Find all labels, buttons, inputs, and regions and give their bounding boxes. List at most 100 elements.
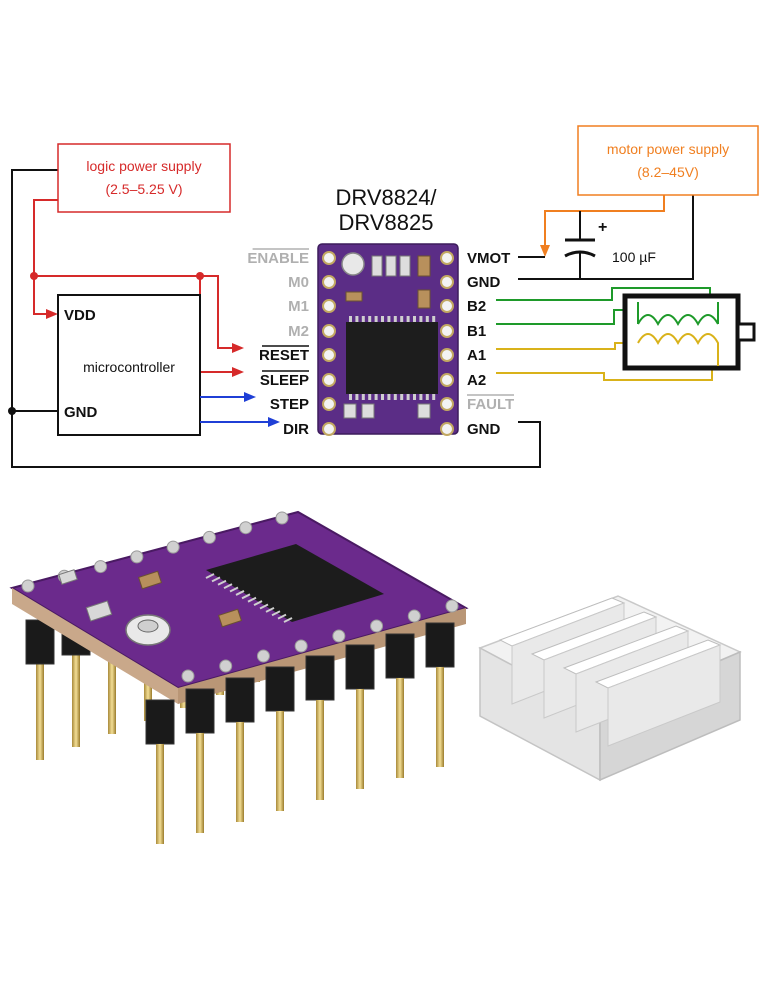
microcontroller-box: VDD microcontroller GND bbox=[57, 294, 201, 436]
logic-supply-line1: logic power supply bbox=[86, 158, 201, 174]
header-hole bbox=[322, 373, 336, 387]
driver-ic-chip bbox=[346, 322, 438, 394]
header-hole bbox=[322, 251, 336, 265]
pcb-edge bbox=[12, 588, 178, 704]
ic-lead bbox=[374, 316, 378, 322]
header-pin bbox=[436, 667, 444, 767]
pcb-ic-leads bbox=[205, 573, 293, 623]
capacitor-label: 100 µF bbox=[612, 249, 656, 265]
pcb-ic-lead bbox=[277, 613, 287, 620]
header-hole bbox=[440, 397, 454, 411]
ic-leads bbox=[349, 316, 436, 400]
driver-board bbox=[317, 243, 459, 436]
ic-lead bbox=[419, 394, 423, 400]
header-hole bbox=[440, 324, 454, 338]
heat-sink-fin-face bbox=[607, 644, 721, 747]
ic-lead bbox=[387, 316, 391, 322]
pcb-ic-lead bbox=[283, 617, 293, 623]
right-pin-label: B2 bbox=[467, 298, 486, 315]
right-pin-label: B1 bbox=[467, 323, 486, 340]
smd-component bbox=[343, 403, 357, 419]
pcb-pad bbox=[407, 609, 421, 623]
pcb-pad bbox=[275, 511, 289, 525]
pcb-capacitor bbox=[138, 570, 162, 590]
logic-junction-dot bbox=[30, 272, 38, 280]
ic-lead bbox=[406, 394, 410, 400]
header-hole bbox=[440, 251, 454, 265]
pcb-ic-lead bbox=[253, 600, 263, 606]
header-block bbox=[225, 677, 255, 723]
right-pin-label: GND bbox=[467, 421, 501, 438]
header-block bbox=[185, 688, 215, 734]
header-pin bbox=[276, 711, 284, 811]
ic-lead bbox=[368, 394, 372, 400]
header-pin bbox=[36, 650, 44, 760]
header-hole bbox=[440, 299, 454, 313]
header-hole bbox=[322, 275, 336, 289]
smd-resistor bbox=[399, 255, 411, 277]
ic-lead bbox=[425, 316, 429, 322]
driver-module-illustration bbox=[9, 510, 742, 844]
pcb-ic-lead bbox=[211, 576, 221, 583]
pcb-ic-lead bbox=[235, 590, 245, 596]
smd-component bbox=[361, 403, 375, 419]
smd-capacitor bbox=[345, 291, 363, 302]
pcb-ic-lead bbox=[229, 586, 239, 593]
pcb-ic-lead bbox=[265, 606, 275, 613]
capacitor-plus: + bbox=[598, 219, 607, 236]
smd-capacitor bbox=[417, 255, 431, 277]
smd-capacitor bbox=[417, 289, 431, 309]
right-pin-label: VMOT bbox=[467, 250, 510, 267]
pcb-capacitor bbox=[218, 608, 242, 628]
header-block bbox=[305, 655, 335, 701]
ic-lead bbox=[381, 316, 384, 322]
right-pin-label: A2 bbox=[467, 372, 486, 389]
arrow-step bbox=[244, 392, 256, 402]
pcb-ic-lead bbox=[259, 603, 269, 610]
pcb-pad bbox=[219, 659, 233, 673]
pcb-ic-lead bbox=[217, 579, 227, 586]
smd-resistor bbox=[385, 255, 397, 277]
pcb-resistor bbox=[58, 569, 78, 585]
motor-power-wire bbox=[544, 195, 665, 247]
left-pin-label: ENABLE bbox=[247, 250, 309, 267]
stepper-motor bbox=[622, 293, 756, 371]
header-pin bbox=[196, 733, 204, 833]
arrow-vmot bbox=[540, 245, 550, 257]
header-pins-front bbox=[156, 667, 444, 844]
pcb-pad bbox=[181, 669, 195, 683]
ic-lead bbox=[413, 394, 416, 400]
pcb-pad bbox=[370, 619, 384, 633]
ic-lead bbox=[387, 394, 391, 400]
right-pin-label: FAULT bbox=[467, 396, 514, 413]
pcb-pad bbox=[130, 550, 144, 564]
pcb-ic-lead bbox=[247, 596, 257, 603]
header-hole bbox=[322, 299, 336, 313]
ic-lead bbox=[381, 394, 384, 400]
wiring-diagram: logic power supply (2.5–5.25 V) VDD micr… bbox=[8, 125, 759, 468]
pcb-pad bbox=[21, 579, 35, 593]
ic-lead bbox=[425, 394, 429, 400]
header-plastic-front bbox=[145, 622, 455, 745]
header-hole bbox=[322, 324, 336, 338]
arrow-reset bbox=[232, 343, 244, 353]
ic-lead bbox=[393, 394, 397, 400]
pcb-pad bbox=[256, 649, 270, 663]
ic-lead bbox=[413, 316, 416, 322]
pcb-ic-lead bbox=[241, 593, 251, 600]
mcu-vdd-label: VDD bbox=[64, 307, 96, 324]
header-block bbox=[265, 666, 295, 712]
coil-b bbox=[637, 302, 719, 327]
ic-lead bbox=[355, 316, 359, 322]
header-pin bbox=[72, 641, 80, 747]
ic-lead bbox=[374, 394, 378, 400]
header-hole bbox=[440, 422, 454, 436]
logic-junction-dot bbox=[196, 272, 204, 280]
pcb-pad bbox=[294, 639, 308, 653]
pcb-driver-ic bbox=[206, 544, 384, 622]
diagram-title-line2: DRV8825 bbox=[339, 210, 434, 235]
pcb-ic-lead bbox=[223, 583, 233, 590]
motor-supply-line2: (8.2–45V) bbox=[637, 164, 698, 180]
header-block bbox=[425, 622, 455, 668]
header-pin bbox=[156, 744, 164, 844]
